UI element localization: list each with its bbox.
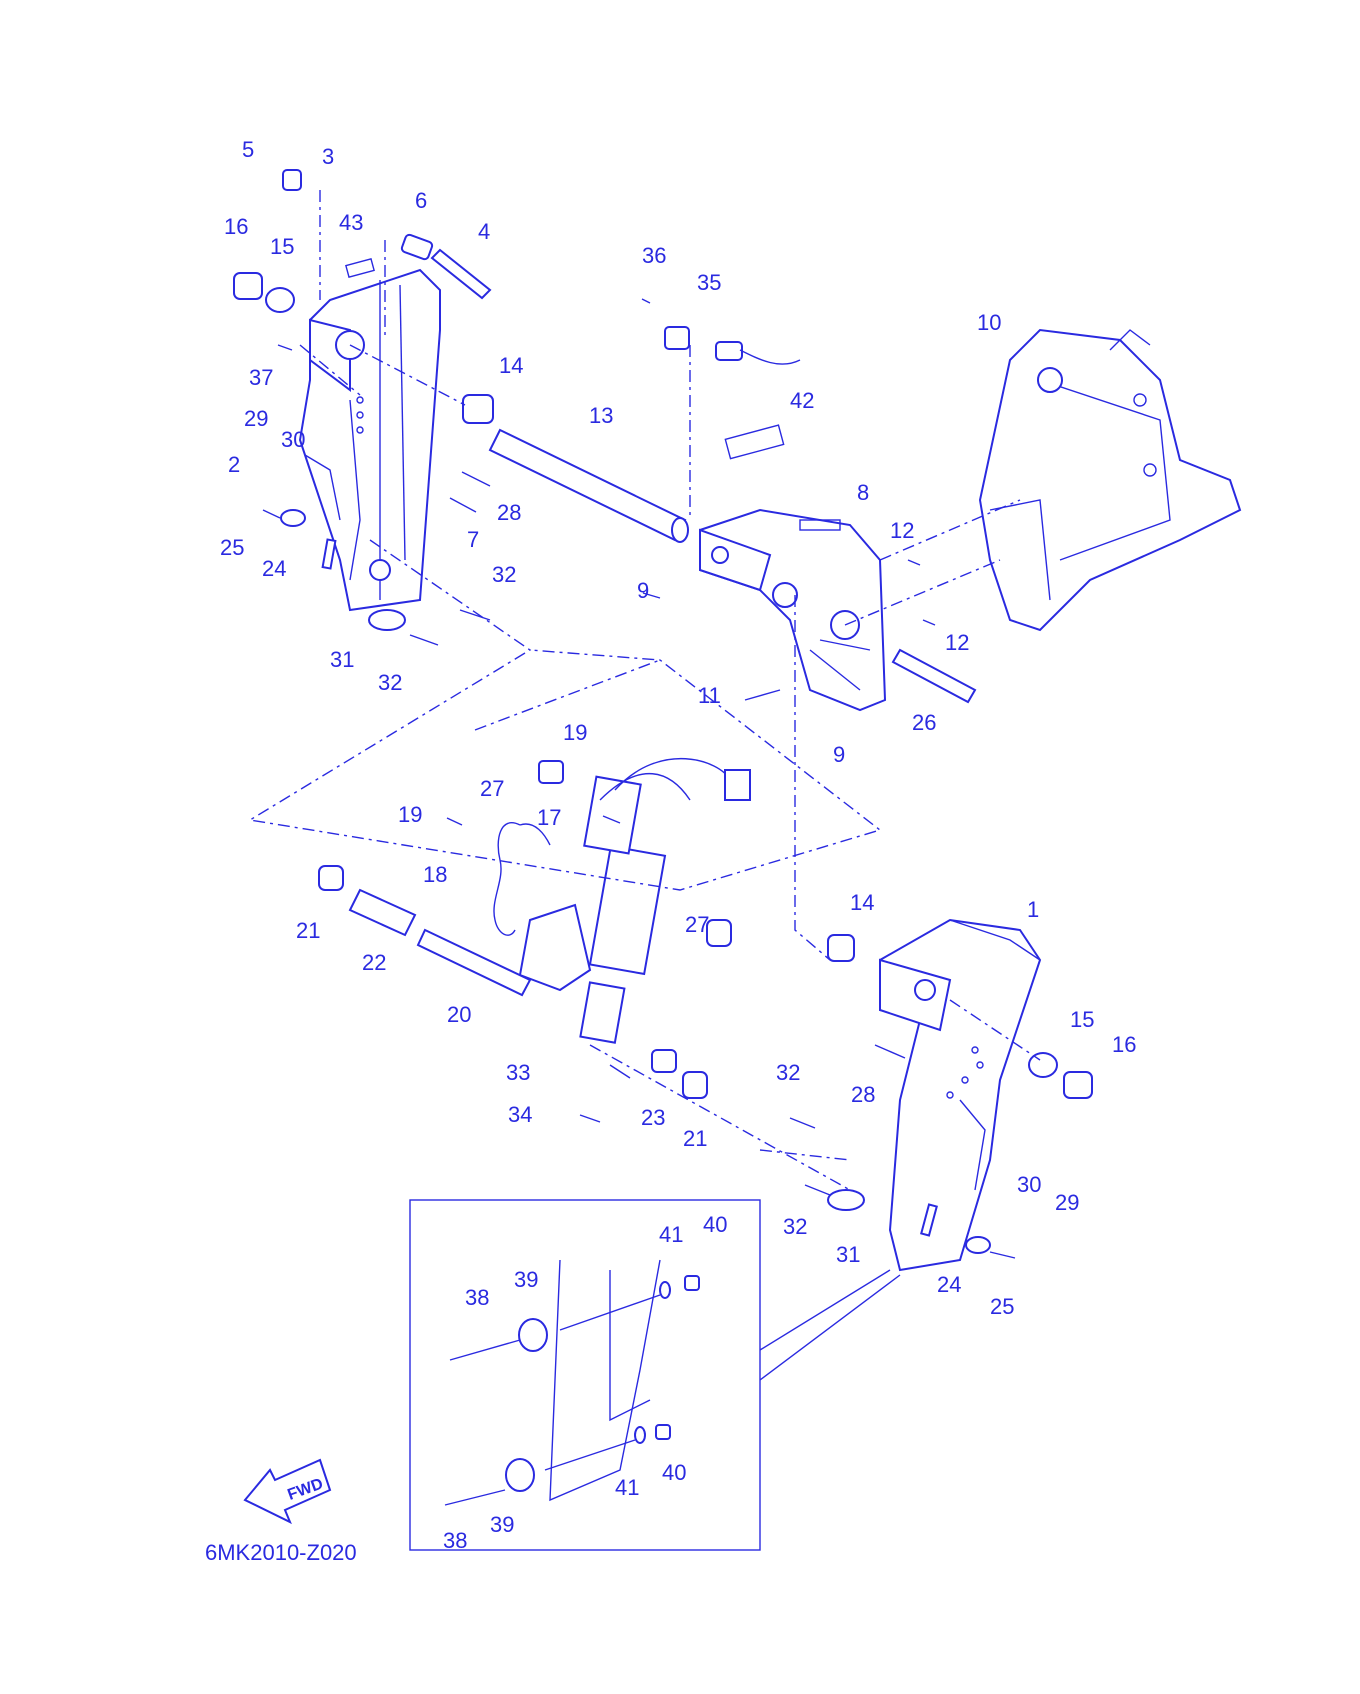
small-parts [233,169,1093,1254]
callout: 12 [890,518,914,543]
callout-labels: 5 3 6 4 16 15 43 37 29 30 14 13 2 28 7 2… [220,137,1136,1553]
callout: 32 [492,562,516,587]
callout: 3 [322,144,334,169]
shaft-4 [430,248,492,300]
callout: 27 [685,912,709,937]
swivel-bracket [699,508,887,712]
callout: 32 [776,1060,800,1085]
callout: 5 [242,137,254,162]
right-clamp-bracket [879,918,1042,1272]
callout: 22 [362,950,386,975]
callout: 29 [1055,1190,1079,1215]
callout: 39 [490,1512,514,1537]
assembly-lines [248,190,1041,1191]
callout: 24 [262,556,286,581]
callout: 16 [224,214,248,239]
callout: 19 [563,720,587,745]
left-clamp-bracket [298,268,441,612]
callout: 14 [850,890,874,915]
diagram-code: 6MK2010-Z020 [205,1540,357,1565]
shaft-20 [416,928,532,997]
callout: 23 [641,1105,665,1130]
callout: 39 [514,1267,538,1292]
callout: 11 [698,683,721,708]
callout: 10 [977,310,1001,335]
callout: 34 [508,1102,532,1127]
coil-hose [493,822,521,936]
callout: 40 [703,1212,727,1237]
callout: 7 [467,527,479,552]
callout: 2 [228,452,240,477]
callout: 30 [1017,1172,1041,1197]
callout: 32 [378,670,402,695]
callout: 25 [220,535,244,560]
callout: 43 [339,210,363,235]
callout: 8 [857,480,869,505]
callout: 42 [790,388,814,413]
callout: 32 [783,1214,807,1239]
callout: 19 [398,802,422,827]
callout: 28 [851,1082,875,1107]
power-tilt-unit [518,757,751,1044]
callout: 35 [697,270,721,295]
callout: 14 [499,353,523,378]
callout: 30 [281,427,305,452]
callout: 17 [537,805,561,830]
callout: 13 [589,403,613,428]
callout: 38 [443,1528,467,1553]
callout: 38 [465,1285,489,1310]
callout: 26 [912,710,936,735]
callout: 9 [637,578,649,603]
callout: 24 [937,1272,961,1297]
pin-26 [891,648,977,704]
callout: 41 [659,1222,683,1247]
callout: 21 [296,918,320,943]
callout: 1 [1027,897,1039,922]
callout: 21 [683,1126,707,1151]
callout: 27 [480,776,504,801]
callout: 37 [249,365,273,390]
callout: 41 [615,1475,639,1500]
callout: 25 [990,1294,1014,1319]
callout: 12 [945,630,969,655]
callout: 16 [1112,1032,1136,1057]
callout: 18 [423,862,447,887]
callout: 15 [270,234,294,259]
callout: 29 [244,406,268,431]
callout: 6 [415,188,427,213]
bushing-22 [348,888,417,937]
callout: 15 [1070,1007,1094,1032]
callout: 31 [330,647,354,672]
callout: 36 [642,243,666,268]
callout: 31 [836,1242,860,1267]
callout: 40 [662,1460,686,1485]
detail-inset [409,1199,901,1551]
callout: 9 [833,742,845,767]
callout: 28 [497,500,521,525]
fwd-arrow-icon: FWD [243,1458,332,1525]
steering-housing [978,328,1242,632]
callout: 33 [506,1060,530,1085]
bolts [262,298,1016,1259]
callout: 20 [447,1002,471,1027]
tilt-tube-13 [488,428,689,543]
callout: 4 [478,219,490,244]
